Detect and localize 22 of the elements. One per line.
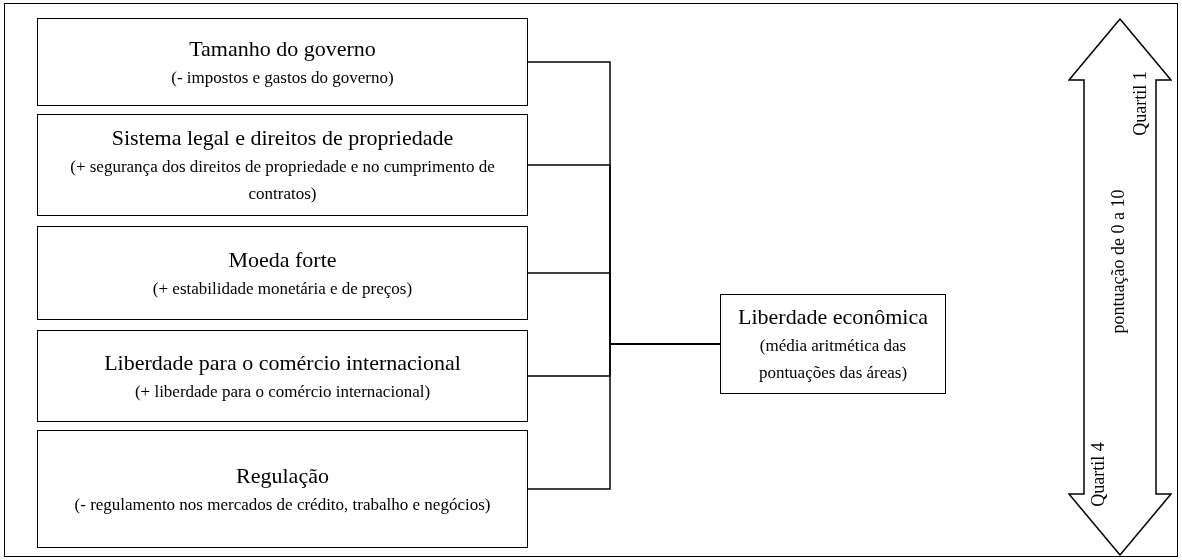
box-title: Moeda forte (228, 245, 337, 274)
box-subtitle: (- impostos e gastos do governo) (171, 66, 394, 89)
text-box (37, 226, 528, 320)
text-box (37, 330, 528, 422)
box-title: Regulação (236, 461, 329, 490)
arrow-label: pontuação de 0 a 10 (1106, 188, 1129, 336)
box-subtitle: (- regulamento nos mercados de crédito, trabalho e negócios) (74, 493, 491, 516)
box-subtitle: (média aritmética das pontuações das áreas) (757, 335, 909, 384)
text-box (37, 114, 528, 216)
arrow-label: Quartil 1 (1128, 70, 1151, 138)
box-title: Liberdade para o comércio internacional (104, 348, 461, 377)
box-title: Liberdade econômica (738, 303, 928, 331)
box-subtitle: (+ segurança dos direitos de propriedade e no cumprimento de contratos) (69, 156, 496, 205)
box-subtitle: (+ estabilidade monetária e de preços) (152, 277, 413, 300)
connector-line (527, 343, 721, 490)
text-box (37, 18, 528, 106)
arrow-label: Quartil 4 (1086, 441, 1109, 509)
box-subtitle: (+ liberdade para o comércio internacional) (134, 380, 431, 403)
text-box (720, 294, 946, 394)
box-title: Sistema legal e direitos de propriedade (111, 124, 454, 152)
box-title: Tamanho do governo (189, 34, 376, 63)
text-box (37, 430, 528, 548)
